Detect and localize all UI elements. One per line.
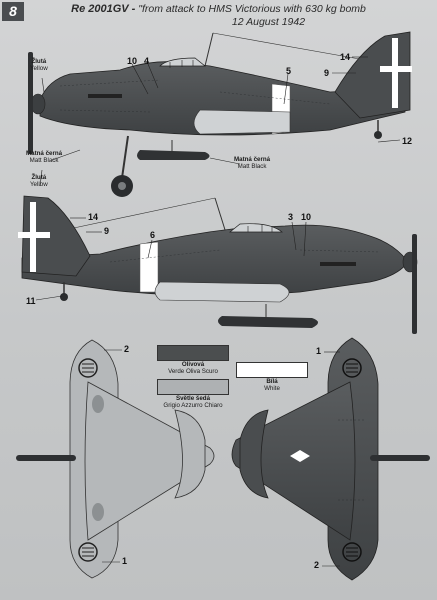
label-matt-black-left-cz: Matná černá	[26, 150, 63, 157]
callout-number: 12	[402, 136, 413, 146]
legend-olive-en: Verde Oliva Scuro	[168, 368, 218, 375]
label-yellow-top: Žlutá Yellow	[30, 58, 48, 72]
callout-number: 9	[324, 68, 330, 78]
legend-light-grey-en: Grigio Azzurro Chiaro	[163, 402, 223, 409]
label-yellow-top-cz: Žlutá	[31, 58, 47, 65]
title-model: Re 2001GV -	[71, 3, 136, 15]
callout-number: 6	[150, 230, 156, 240]
label-yellow-bottom-en: Yellow	[30, 181, 48, 188]
label-yellow-top-en: Yellow	[30, 65, 48, 72]
planform-underside	[16, 339, 215, 579]
legend-white: Bílá White	[236, 362, 308, 392]
label-matt-black-left-en: Matt Black	[29, 157, 59, 164]
page-number-badge: 8	[2, 2, 24, 21]
callout-number: 14	[88, 212, 99, 222]
legend-white-cz: Bílá	[266, 378, 278, 385]
legend-olive-swatch	[157, 345, 229, 361]
callout-number: 4	[144, 56, 150, 66]
callout-number: 5	[286, 66, 292, 76]
label-matt-black-right-cz: Matná černá	[234, 156, 271, 163]
label-matt-black-right: Matná černá Matt Black	[234, 156, 270, 170]
callout-number: 1	[122, 556, 128, 566]
legend-olive-cz: Olivová	[181, 361, 205, 368]
legend-light-grey-swatch	[157, 379, 229, 395]
label-matt-black-right-en: Matt Black	[237, 163, 267, 170]
label-yellow-bottom: Žlutá Yellow	[30, 174, 48, 188]
callout-number: 14	[340, 52, 351, 62]
callout-number: 3	[288, 212, 294, 222]
callout-number: 1	[316, 346, 322, 356]
side-profile-left-facing	[28, 31, 412, 197]
side-profile-right-facing	[18, 195, 418, 334]
legend-white-swatch	[236, 362, 308, 378]
callout-number: 9	[104, 226, 110, 236]
legend-light-grey-cz: Světle šedá	[175, 395, 211, 402]
label-yellow-bottom-cz: Žlutá	[31, 174, 47, 181]
label-matt-black-left: Matná černá Matt Black	[26, 150, 62, 164]
callout-leader-lines	[35, 56, 401, 567]
callout-number: 11	[26, 296, 36, 306]
callout-number: 10	[127, 56, 138, 66]
legend-olive: Olivová Verde Oliva Scuro	[157, 345, 229, 375]
page-title: Re 2001GV - "from attack to HMS Victorio…	[0, 3, 437, 29]
title-caption: "from attack to HMS Victorious with 630 …	[135, 3, 366, 15]
callout-number: 2	[124, 344, 130, 354]
legend-white-en: White	[264, 385, 280, 392]
callout-number: 2	[314, 560, 320, 570]
planform-upper	[231, 337, 430, 581]
title-date: 12 August 1942	[231, 16, 306, 28]
callout-number: 10	[301, 212, 312, 222]
legend-light-grey: Světle šedá Grigio Azzurro Chiaro	[157, 379, 229, 409]
